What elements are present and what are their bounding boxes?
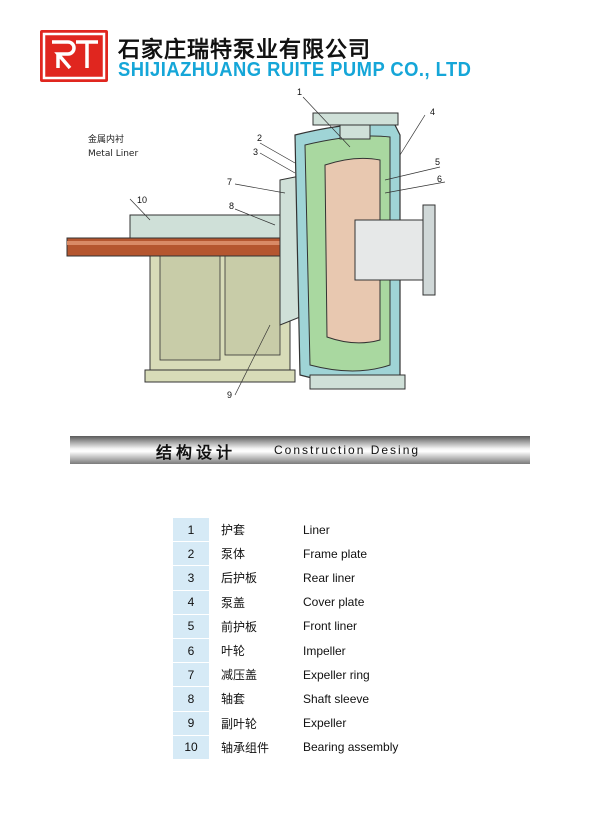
callout-1: 1 [297, 87, 302, 97]
callout-3: 3 [253, 147, 258, 157]
callout-10: 10 [137, 195, 147, 205]
callout-7: 7 [227, 177, 232, 187]
part-name-en: Expeller ring [303, 667, 370, 682]
table-row: 3 后护板 Rear liner [173, 565, 503, 591]
part-name-en: Bearing assembly [303, 740, 399, 755]
table-row: 1 护套 Liner [173, 518, 503, 543]
banner-bar [70, 436, 530, 464]
banner-title-en: Construction Desing [274, 443, 421, 457]
suction-inlet [354, 219, 436, 281]
part-number: 8 [173, 686, 209, 712]
part-number: 10 [173, 735, 209, 760]
callout-5: 5 [435, 157, 440, 167]
callout-8: 8 [229, 201, 234, 211]
part-name-cn: 减压盖 [221, 668, 258, 683]
part-number: 9 [173, 711, 209, 736]
metal-liner-en: Metal Liner [88, 149, 139, 159]
part-name-cn: 轴承组件 [221, 740, 270, 755]
part-name-en: Expeller [303, 716, 347, 731]
company-logo [40, 30, 108, 82]
part-number: 6 [173, 638, 209, 664]
part-name-cn: 叶轮 [221, 644, 246, 659]
callout-9: 9 [227, 390, 232, 400]
company-header: 石家庄瑞特泵业有限公司 SHIJIAZHUANG RUITE PUMP CO.,… [40, 30, 580, 85]
part-name-cn: 轴套 [221, 692, 246, 707]
table-row: 4 泵盖 Cover plate [173, 590, 503, 615]
impeller [324, 157, 381, 344]
table-row: 6 叶轮 Impeller [173, 638, 503, 664]
pump-cross-section-diagram: 1 2 3 4 5 6 7 8 9 10 [66, 87, 446, 400]
part-name-cn: 泵盖 [221, 595, 246, 610]
table-row: 10 轴承组件 Bearing assembly [173, 735, 503, 760]
part-name-en: Liner [303, 522, 330, 537]
part-name-cn: 护套 [221, 523, 246, 538]
company-name-en: SHIJIAZHUANG RUITE PUMP CO., LTD [118, 59, 472, 81]
parts-table: 1 护套 Liner 2 泵体 Frame plate 3 后护板 Rear liner 4 泵盖 C… [173, 518, 503, 760]
part-name-cn: 副叶轮 [221, 716, 258, 731]
table-row: 9 副叶轮 Expeller [173, 711, 503, 736]
part-name-cn: 后护板 [221, 571, 258, 586]
section-banner: 结构设计 Construction Desing [70, 436, 530, 464]
banner-title-cn: 结构设计 [156, 443, 237, 462]
table-row: 7 减压盖 Expeller ring [173, 662, 503, 688]
table-row: 2 泵体 Frame plate [173, 541, 503, 567]
discharge-flange [312, 112, 399, 126]
metal-liner-cn: 金属内衬 [88, 135, 125, 145]
part-name-cn: 泵体 [221, 547, 246, 562]
part-name-cn: 前护板 [221, 619, 258, 634]
metal-liner-label: 金属内衬 Metal Liner [88, 133, 138, 161]
part-name-en: Frame plate [303, 546, 368, 561]
callout-6: 6 [437, 174, 442, 184]
part-number: 5 [173, 614, 209, 639]
callout-2: 2 [257, 133, 262, 143]
callout-4: 4 [430, 107, 435, 117]
part-number: 4 [173, 590, 209, 615]
part-number: 3 [173, 565, 209, 591]
company-name-cn: 石家庄瑞特泵业有限公司 [118, 38, 372, 63]
table-row: 5 前护板 Front liner [173, 614, 503, 639]
part-name-en: Cover plate [303, 595, 365, 610]
part-name-en: Rear liner [303, 570, 356, 585]
table-row: 8 轴套 Shaft sleeve [173, 686, 503, 712]
part-number: 1 [173, 518, 209, 543]
part-number: 2 [173, 541, 209, 567]
part-name-en: Impeller [303, 643, 346, 658]
part-name-en: Front liner [303, 619, 358, 634]
part-name-en: Shaft sleeve [303, 691, 370, 706]
rt-logo-icon [42, 32, 106, 80]
part-number: 7 [173, 662, 209, 688]
